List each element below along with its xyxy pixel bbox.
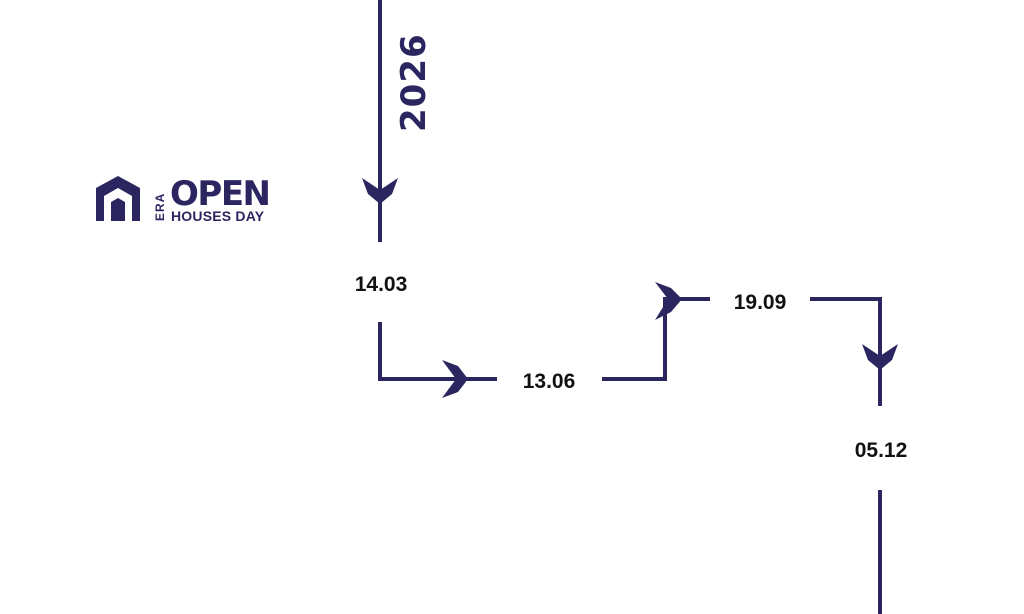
timeline-segment-3 bbox=[810, 297, 882, 406]
chevron-arrow-icon bbox=[862, 344, 898, 370]
logo-open-text: OPEN bbox=[170, 174, 270, 214]
timeline-segment-2 bbox=[602, 297, 710, 381]
chevron-arrow-icon bbox=[442, 360, 468, 398]
date-label-2: 13.06 bbox=[523, 370, 576, 393]
year-label: 2026 bbox=[394, 33, 434, 132]
date-label-1: 14.03 bbox=[355, 273, 408, 296]
timeline-arrows bbox=[362, 178, 898, 398]
house-icon bbox=[96, 176, 140, 221]
chevron-arrow-icon bbox=[655, 282, 682, 320]
logo-era-text: ERA bbox=[153, 193, 167, 221]
timeline-segment-1 bbox=[378, 322, 497, 381]
era-logo: ERA OPEN HOUSES DAY bbox=[96, 174, 271, 224]
date-label-3: 19.09 bbox=[734, 291, 787, 314]
logo-houses-day-text: HOUSES DAY bbox=[171, 208, 265, 224]
date-label-4: 05.12 bbox=[855, 439, 908, 462]
timeline-lines bbox=[378, 0, 882, 614]
chevron-arrow-icon bbox=[362, 178, 398, 204]
